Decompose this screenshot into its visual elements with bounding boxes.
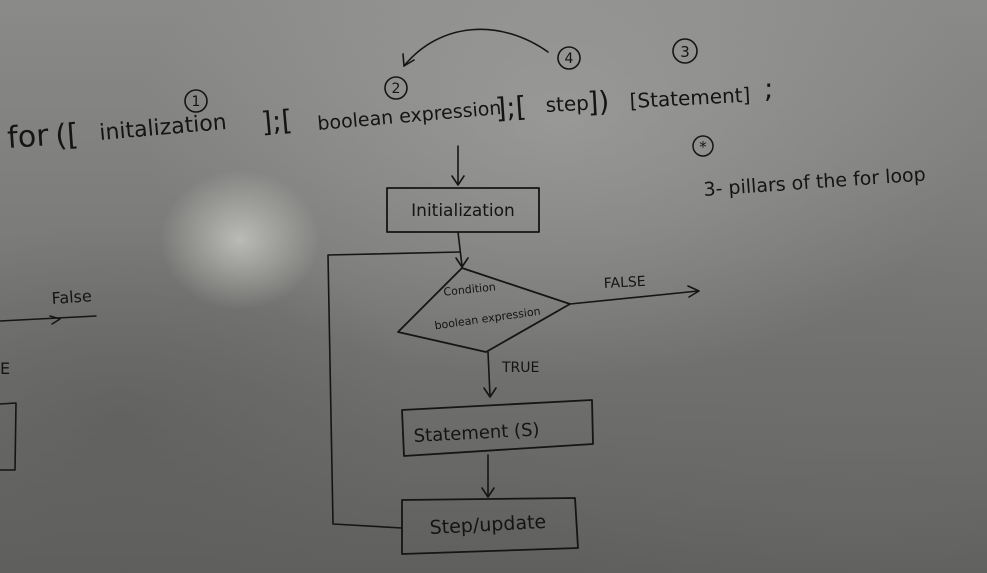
step-part: step — [545, 91, 589, 117]
flowchart: Initialization Condition boolean express… — [327, 145, 700, 555]
boolean-expression-part: boolean expression — [317, 97, 503, 135]
step-update-label: Step/update — [429, 511, 547, 539]
arrow-to-condition — [457, 231, 463, 267]
statement-part: [Statement] — [629, 83, 751, 113]
svg-text:3: 3 — [680, 43, 690, 61]
statement-label: Statement (S) — [413, 419, 540, 447]
left-false-label: False — [51, 286, 92, 308]
close-brackets: ]) — [587, 85, 611, 119]
step-update-box — [401, 497, 579, 555]
open-brackets: ([ — [54, 117, 80, 154]
false-label: FALSE — [603, 274, 646, 292]
svg-text:2: 2 — [392, 81, 401, 97]
step-markers: 1 2 4 3 * — [184, 38, 714, 157]
true-arrow — [487, 351, 491, 397]
left-fragment: False E — [0, 286, 97, 471]
loop-back-arrow — [403, 28, 549, 67]
marker-3: 3 — [672, 38, 698, 64]
marker-star: * — [692, 135, 714, 157]
svg-text:1: 1 — [192, 94, 201, 110]
condition-diamond — [397, 267, 571, 353]
loop-back-arrowhead — [402, 53, 415, 67]
separator-1: ];[ — [260, 103, 294, 139]
separator-2: ];[ — [494, 90, 528, 125]
pillars-note: 3- pillars of the for loop — [703, 164, 927, 201]
svg-text:*: * — [699, 138, 707, 156]
false-arrow — [569, 290, 699, 305]
loop-back-line — [327, 251, 461, 529]
statement-box — [401, 399, 594, 457]
marker-2: 2 — [384, 76, 408, 100]
true-label: TRUE — [501, 360, 539, 376]
left-letter: E — [0, 359, 10, 378]
initialization-box — [386, 187, 540, 233]
condition-label-1: Condition — [443, 280, 497, 298]
svg-text:4: 4 — [565, 51, 574, 67]
left-false-arrow — [0, 315, 97, 322]
marker-1: 1 — [184, 89, 208, 113]
initialization-label: Initialization — [411, 201, 515, 221]
condition-label-2: boolean expression — [434, 305, 542, 333]
marker-4: 4 — [557, 46, 581, 70]
initialization-part: initalization — [98, 110, 227, 146]
final-semicolon: ; — [764, 72, 773, 105]
for-loop-syntax-line: for ([ initalization ];[ boolean express… — [6, 72, 773, 156]
left-box-fragment — [0, 402, 17, 471]
for-keyword: for — [6, 118, 50, 156]
